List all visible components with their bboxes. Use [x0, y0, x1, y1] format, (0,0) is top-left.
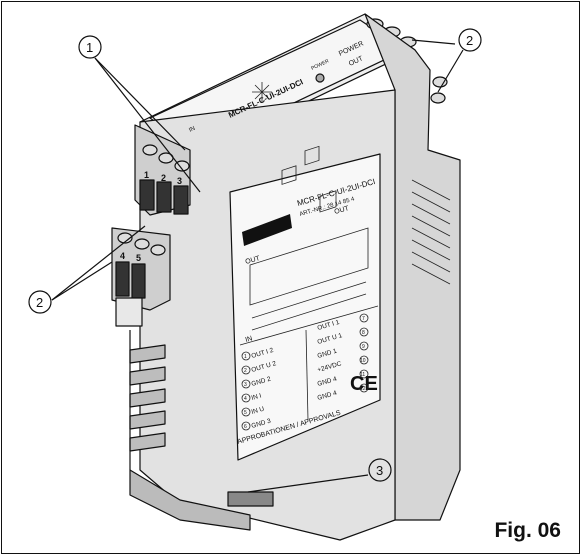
terminal-number: 3 [177, 176, 182, 186]
figure-label: Fig. 06 [494, 519, 561, 542]
callout-2-top [458, 28, 482, 52]
pin-label: IN I [251, 392, 263, 402]
screw-terminal [142, 144, 158, 156]
terminal-slot [139, 179, 155, 211]
terminal-number: 1 [144, 170, 149, 180]
callout-2-left [28, 290, 52, 314]
pin-divider [239, 305, 379, 346]
pin-number-list-left: 1 2 3 4 5 6 [241, 351, 251, 431]
screw-terminal [150, 244, 166, 256]
callout-leaders [51, 39, 464, 493]
out-left-text: OUT [245, 255, 262, 266]
screw-terminal [134, 238, 150, 250]
screw-terminal [174, 160, 190, 172]
power-led [315, 73, 325, 83]
pin-number: 6 [244, 424, 247, 430]
pin-number: 1 [244, 354, 247, 360]
pin-number-list-right: 7 8 9 10 11 12 [359, 313, 369, 393]
out-right-text: OUT [334, 205, 351, 216]
pin-column-divider [305, 329, 309, 421]
terminal-number: 5 [136, 253, 141, 263]
din-rail-foot [129, 469, 251, 531]
block-diagram [249, 145, 369, 331]
callout-3-text: 3 [376, 463, 383, 478]
screw-right [430, 92, 446, 104]
callout-1-text: 1 [86, 40, 93, 55]
logo-front [242, 214, 292, 246]
jumper-slot [115, 297, 143, 327]
snowflake-icon [252, 82, 272, 102]
callout-1 [78, 35, 102, 59]
screw-terminal [117, 232, 133, 244]
pin-number: 11 [360, 372, 365, 378]
right-fins [411, 179, 451, 285]
pin-number: 2 [244, 368, 247, 374]
pin-number: 5 [244, 410, 247, 416]
callout-2-top-text: 2 [466, 33, 473, 48]
pin-number: 4 [244, 396, 247, 402]
pin-number: 12 [360, 386, 366, 392]
pin-label: IN U [251, 406, 266, 416]
pin-number: 10 [360, 358, 366, 364]
svg-text:IN U: IN U [251, 406, 266, 416]
svg-text:IN I: IN I [251, 392, 263, 402]
in-top-text: IN [188, 126, 196, 134]
terminal-slot [131, 263, 146, 299]
terminal-slot [156, 181, 172, 213]
terminal-slot [115, 261, 130, 297]
pin-number: 9 [362, 344, 365, 350]
din-clip [227, 491, 274, 507]
pin-number: 7 [362, 316, 365, 322]
pin-number: 3 [244, 382, 247, 388]
pin-number: 8 [362, 330, 365, 336]
callout-3 [368, 458, 392, 482]
terminal-number: 4 [120, 251, 125, 261]
terminal-number: 2 [161, 173, 166, 183]
terminal-slot [173, 185, 189, 215]
in-text: IN [245, 335, 254, 344]
screw-right [432, 76, 448, 88]
callout-2-left-text: 2 [36, 295, 43, 310]
